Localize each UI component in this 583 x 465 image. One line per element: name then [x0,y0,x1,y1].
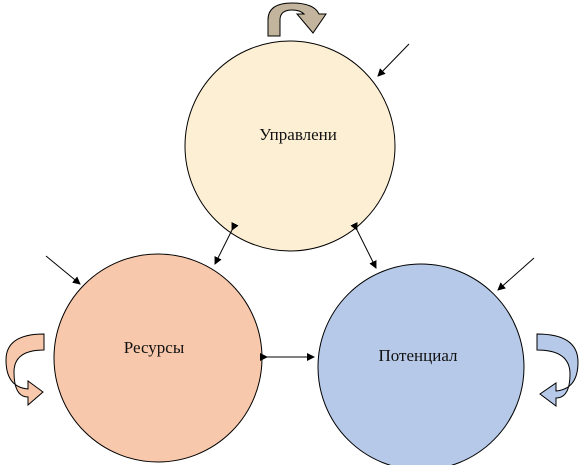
input-arrow-potential [497,257,535,291]
resources-circle [53,253,263,463]
input-arrow-management [377,43,410,77]
resources-label: Ресурсы [124,338,185,357]
link-management-potential [350,221,377,269]
potential-circle [317,263,525,465]
cycle-arrow-top [267,2,327,37]
cycle-arrow-right [536,333,579,407]
management-label: Управлени [259,125,337,144]
management-circle [184,40,396,252]
cycle-arrow-left [5,333,45,407]
potential-label: Потенциал [379,346,459,365]
link-management-resources [214,221,239,265]
input-arrow-resources [45,255,81,285]
